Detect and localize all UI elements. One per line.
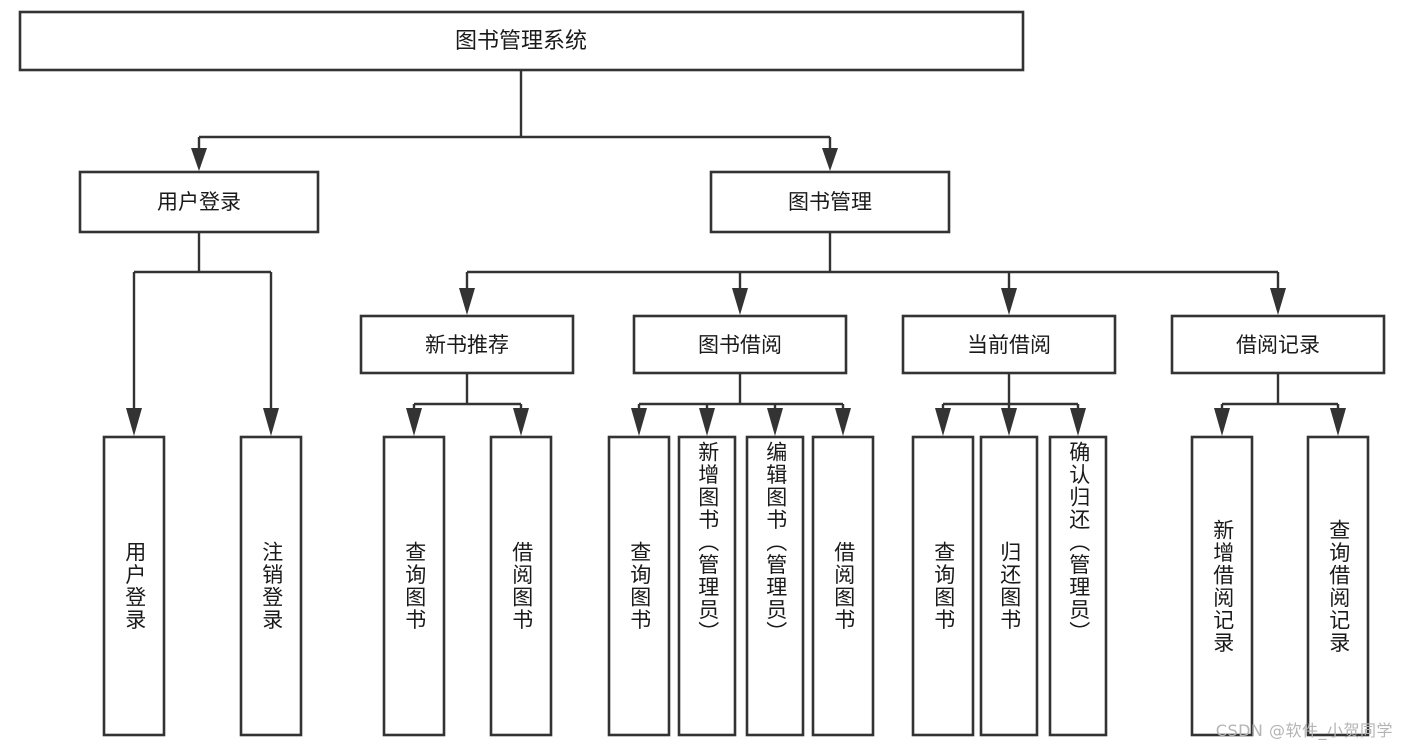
- connector-group-borrow-record: [1214, 373, 1346, 436]
- arrowhead-leaf-user-login: [126, 408, 142, 436]
- arrowhead-leaf-query-book-3: [935, 408, 951, 436]
- arrowhead-book-mgmt: [822, 148, 838, 171]
- node-book-management-box[interactable]: [709, 170, 951, 234]
- connector-group-current-borrow: [935, 373, 1086, 436]
- arrowhead-book-borrow: [732, 288, 748, 315]
- node-book-borrow-label: 图书借阅: [698, 333, 782, 357]
- node-borrow-record[interactable]: 借阅记录: [1170, 314, 1386, 375]
- node-user-login-label: 用户登录: [157, 190, 241, 214]
- node-current-borrow-box[interactable]: [901, 314, 1117, 375]
- leaf-box-user-login[interactable]: [102, 435, 166, 737]
- leaf-box-edit-book[interactable]: [745, 435, 805, 737]
- leaf-box-query-record[interactable]: [1306, 435, 1370, 737]
- arrowhead-leaf-query-book-1: [406, 408, 422, 436]
- leaf-box-query-book-3[interactable]: [911, 435, 975, 737]
- arrowhead-borrow-record: [1270, 288, 1286, 315]
- csdn-watermark: CSDN @软件_小贺同学: [1215, 721, 1393, 740]
- connector-group-book-borrow: [631, 373, 851, 436]
- arrowhead-leaf-add-book: [699, 408, 715, 436]
- leaf-box-logout[interactable]: [239, 435, 303, 737]
- leaf-box-query-book-1[interactable]: [382, 435, 446, 737]
- connector-group-new-book: [406, 373, 529, 436]
- leaf-group-borrow-record: [1190, 435, 1370, 737]
- leaf-box-borrow-book-1[interactable]: [489, 435, 553, 737]
- arrowhead-leaf-logout: [263, 408, 279, 436]
- arrowhead-leaf-borrow-book-2: [835, 408, 851, 436]
- leaf-box-query-book-2[interactable]: [607, 435, 671, 737]
- leaf-group-current-borrow: [911, 435, 1108, 737]
- node-borrow-record-label: 借阅记录: [1236, 333, 1320, 357]
- arrowhead-leaf-add-record: [1214, 408, 1230, 436]
- arrowhead-leaf-return-book: [1001, 408, 1017, 436]
- node-user-login-box[interactable]: [78, 170, 320, 234]
- node-book-management[interactable]: 图书管理: [709, 170, 951, 234]
- leaf-box-return-book[interactable]: [979, 435, 1039, 737]
- node-root-system-box[interactable]: [18, 10, 1025, 72]
- node-new-book-recommend-box[interactable]: [359, 314, 575, 375]
- arrowhead-leaf-query-book-2: [631, 408, 647, 436]
- node-current-borrow-label: 当前借阅: [967, 333, 1051, 357]
- leaf-group-book-borrow: [607, 435, 875, 737]
- arrowhead-current-borrow: [1001, 288, 1017, 315]
- node-new-book-recommend-label: 新书推荐: [425, 333, 509, 357]
- leaf-group-user-login: [102, 435, 303, 737]
- arrowhead-user-login: [191, 148, 207, 171]
- leaf-box-add-book[interactable]: [677, 435, 737, 737]
- arrowhead-leaf-query-record: [1330, 408, 1346, 436]
- node-new-book-recommend[interactable]: 新书推荐: [359, 314, 575, 375]
- node-root-system-label: 图书管理系统: [455, 29, 587, 54]
- leaf-box-confirm-return[interactable]: [1048, 435, 1108, 737]
- node-user-login[interactable]: 用户登录: [78, 170, 320, 234]
- connector-group-book-mgmt: [459, 232, 1286, 315]
- node-book-borrow[interactable]: 图书借阅: [632, 314, 848, 375]
- connector-group-root: [191, 70, 838, 171]
- node-root-system[interactable]: 图书管理系统: [18, 10, 1025, 72]
- arrowhead-new-book: [459, 288, 475, 315]
- node-borrow-record-box[interactable]: [1170, 314, 1386, 375]
- leaf-group-new-book-recommend: [382, 435, 553, 737]
- node-book-management-label: 图书管理: [788, 190, 872, 214]
- leaf-box-add-record[interactable]: [1190, 435, 1254, 737]
- arrowhead-leaf-confirm-return: [1070, 408, 1086, 436]
- node-current-borrow[interactable]: 当前借阅: [901, 314, 1117, 375]
- connector-group-user-login: [126, 232, 279, 436]
- leaf-box-borrow-book-2[interactable]: [811, 435, 875, 737]
- node-book-borrow-box[interactable]: [632, 314, 848, 375]
- arrowhead-leaf-borrow-book-1: [513, 408, 529, 436]
- arrowhead-leaf-edit-book: [767, 408, 783, 436]
